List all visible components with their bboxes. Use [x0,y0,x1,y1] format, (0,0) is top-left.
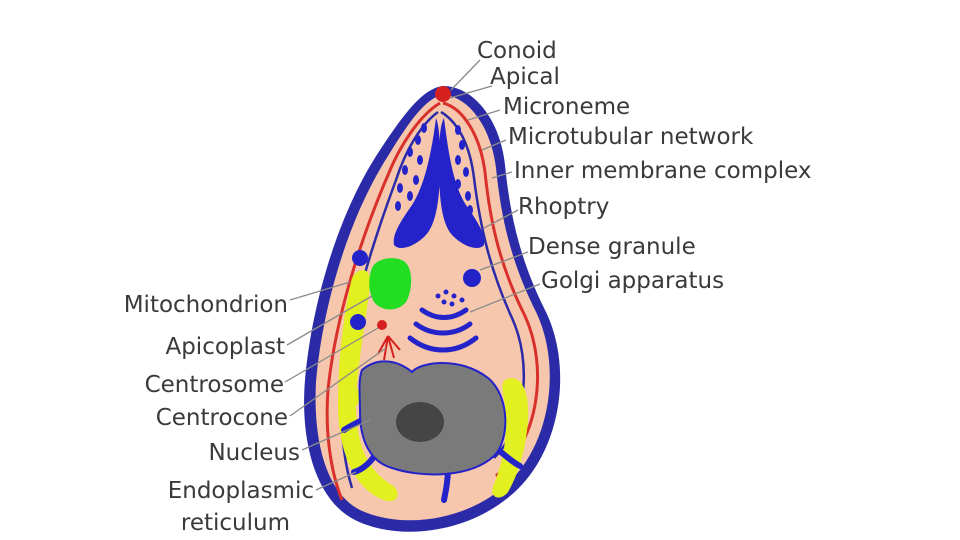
golgi-vesicles [435,289,465,307]
conoid [435,86,451,102]
plasma-membrane-left [325,101,441,501]
leader-apicoplast [286,295,373,346]
micronemes [395,123,473,225]
leader-er [315,471,357,491]
leader-centrocone [289,347,387,417]
label-microtubular-network: Microtubular network [508,124,754,150]
label-inner-membrane-complex: Inner membrane complex [514,158,811,184]
label-mitochondrion: Mitochondrion [124,292,288,318]
leader-rhoptry [483,209,519,229]
nucleolus [396,402,444,442]
label-dense-granule: Dense granule [528,234,696,260]
label-centrocone: Centrocone [156,405,288,431]
leader-apical [449,85,493,99]
label-endoplasmic: Endoplasmic [168,478,314,504]
leader-centrosome [284,327,379,383]
golgi-apparatus [407,307,479,353]
leader-conoid [450,59,481,91]
dense-granule-3 [463,269,481,287]
nucleus-outline [358,360,507,476]
leader-golgi [469,283,541,313]
leader-dense-granule [479,251,529,271]
label-reticulum: reticulum [181,510,290,536]
leader-imc [491,171,513,179]
label-apicoplast: Apicoplast [165,334,285,360]
centrosome [377,320,387,330]
mitochondrion-branch [345,389,363,408]
leader-microneme [467,109,501,121]
mitochondrion-right [492,378,529,498]
label-centrosome: Centrosome [145,372,284,398]
label-conoid: Conoid [477,38,557,64]
label-microneme: Microneme [503,94,630,120]
leader-microtubular [481,139,507,151]
leader-mitochondrion [289,281,351,301]
rhoptry-left [393,118,440,249]
apicoplast [369,258,412,310]
rhoptry-right [439,118,485,249]
label-apical: Apical [490,64,560,90]
plasma-membrane [442,101,540,478]
dense-granule-1 [352,250,368,266]
label-rhoptry: Rhoptry [518,194,609,220]
leader-nucleus [301,419,371,451]
label-nucleus: Nucleus [208,440,300,466]
dense-granule-2 [350,314,366,330]
label-golgi-apparatus: Golgi apparatus [541,268,724,294]
